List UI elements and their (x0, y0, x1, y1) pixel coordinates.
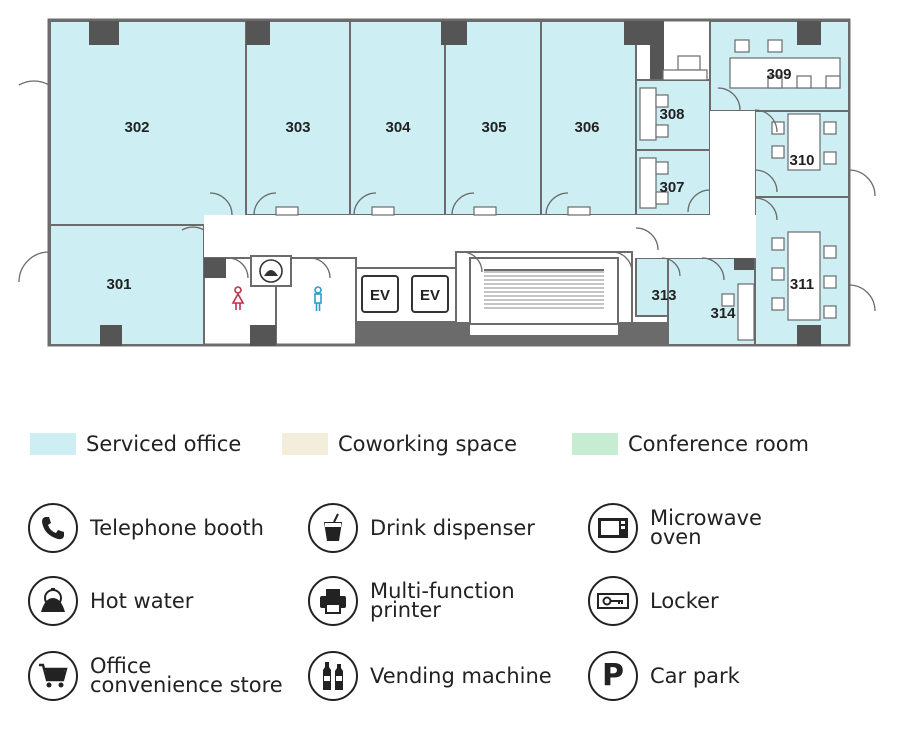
legend-serviced-office: Serviced office (30, 432, 241, 456)
corridor-east (710, 111, 755, 215)
coworking-space-swatch (282, 433, 328, 455)
amenity-vending-machine: Vending machine (308, 651, 552, 701)
parking-icon: P (588, 651, 638, 701)
room-307-label: 307 (659, 179, 684, 196)
car-park-label: Car park (650, 663, 740, 688)
microwave-oven-label: Microwave oven (650, 506, 762, 549)
room-313-label: 313 (651, 287, 676, 304)
room-306[interactable] (540, 20, 637, 216)
drink-dispenser-label: Drink dispenser (370, 515, 535, 540)
elevator-2-label: EV (420, 287, 440, 304)
conference-room-label: Conference room (628, 432, 810, 456)
amenity-hot-water: Hot water (28, 576, 193, 626)
legend-conference-room: Conference room (572, 432, 809, 456)
floor-plan: EV EV (18, 18, 876, 347)
elevator-2[interactable]: EV (411, 275, 449, 313)
room-314-label: 314 (710, 305, 736, 322)
room-303-label: 303 (285, 119, 310, 136)
doors (18, 80, 876, 312)
locker-label: Locker (650, 588, 719, 613)
amenity-convenience-store: Office convenience store (28, 651, 283, 701)
room-301[interactable] (49, 224, 205, 346)
room-305[interactable] (444, 20, 542, 216)
multi-function-printer-label: Multi-function printer (370, 579, 515, 622)
vending-machine-label: Vending machine (370, 663, 552, 688)
legend-coworking-space: Coworking space (282, 432, 517, 456)
amenity-multi-function-printer: Multi-function printer (308, 576, 515, 626)
amenity-car-park: P Car park (588, 651, 740, 701)
printer-icon (308, 576, 358, 626)
key-icon (588, 576, 638, 626)
shopping-cart-icon (28, 651, 78, 701)
room-301-label: 301 (106, 276, 131, 293)
elevator-1-label: EV (370, 287, 390, 304)
amenity-telephone-booth: Telephone booth (28, 503, 264, 553)
room-306-label: 306 (574, 119, 599, 136)
coworking-space-label: Coworking space (338, 432, 518, 456)
bottles-icon (308, 651, 358, 701)
kettle-icon (28, 576, 78, 626)
telephone-booth-label: Telephone booth (90, 515, 264, 540)
convenience-store-label: Office convenience store (90, 654, 283, 697)
amenity-drink-dispenser: Drink dispenser (308, 503, 535, 553)
room-308-label: 308 (659, 106, 684, 123)
elevator-1[interactable]: EV (361, 275, 399, 313)
staircase (469, 257, 619, 325)
hot-water-label: Hot water (90, 588, 194, 613)
room-304[interactable] (349, 20, 446, 216)
room-304-label: 304 (385, 119, 411, 136)
room-311-label: 311 (790, 276, 814, 293)
corridor (204, 215, 756, 258)
room-305-label: 305 (481, 119, 506, 136)
structural-columns (89, 21, 821, 346)
room-310-label: 310 (789, 152, 814, 169)
conference-room-swatch (572, 433, 618, 455)
male-restroom-icon (314, 286, 322, 311)
room-309-label: 309 (766, 66, 791, 83)
serviced-office-swatch (30, 433, 76, 455)
microwave-icon (588, 503, 638, 553)
furniture (275, 39, 841, 341)
amenity-locker: Locker (588, 576, 719, 626)
room-303[interactable] (245, 20, 351, 216)
serviced-office-label: Serviced office (86, 432, 242, 456)
room-302[interactable] (49, 20, 247, 226)
plan-kettle-icon[interactable] (250, 255, 292, 287)
telephone-icon (28, 503, 78, 553)
amenity-microwave-oven: Microwave oven (588, 503, 762, 553)
drink-cup-icon (308, 503, 358, 553)
room-302-label: 302 (124, 119, 149, 136)
female-restroom-icon (231, 286, 245, 310)
